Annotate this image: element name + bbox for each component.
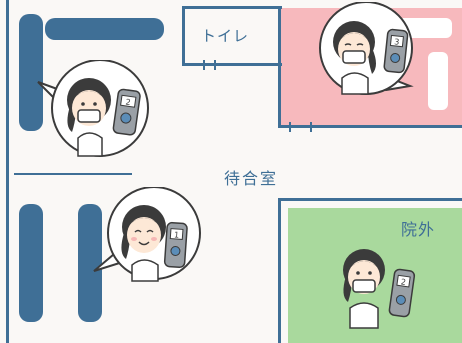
- patient-figure: [333, 21, 376, 95]
- door-mark: [203, 60, 205, 70]
- pager-number: 3: [394, 37, 400, 46]
- pager-icon: 2: [112, 88, 141, 136]
- wall-toilet-bottom: [182, 63, 282, 66]
- patient-figure: [121, 205, 166, 282]
- pager-icon: 3: [383, 28, 409, 74]
- door-mark: [310, 122, 312, 132]
- pager-number: 1: [174, 230, 180, 239]
- pager-number: 2: [125, 97, 131, 107]
- pager-number: 2: [400, 277, 406, 287]
- door-mark: [289, 122, 291, 132]
- wall-partition: [14, 173, 132, 175]
- bench: [19, 204, 43, 322]
- outside-label: 院外: [401, 220, 436, 239]
- wall-red-left: [278, 6, 281, 128]
- bench: [45, 18, 164, 40]
- pager-icon: 2: [388, 268, 416, 318]
- waiting-room-label: 待合室: [224, 169, 279, 188]
- wall-toilet-top: [182, 6, 282, 9]
- patient-bubble-top-right: 3: [319, 2, 414, 95]
- patient-figure: [343, 249, 385, 329]
- bench: [19, 14, 43, 131]
- patient-bubble-top-left: 2: [37, 60, 149, 157]
- wall-green-left: [278, 198, 281, 343]
- patient-bubble-middle: 1: [93, 187, 201, 282]
- door-mark: [214, 60, 216, 70]
- patient-outside: 2: [343, 249, 416, 329]
- bench: [78, 204, 102, 322]
- wall-green-top: [278, 198, 462, 201]
- exam-bed: [428, 52, 448, 110]
- patient-figure: [67, 78, 111, 157]
- wall-toilet-left: [182, 6, 185, 66]
- wall-red-bottom: [278, 125, 462, 128]
- wall-left: [6, 0, 9, 343]
- toilet-label: トイレ: [201, 27, 250, 45]
- pager-icon: 1: [163, 221, 188, 269]
